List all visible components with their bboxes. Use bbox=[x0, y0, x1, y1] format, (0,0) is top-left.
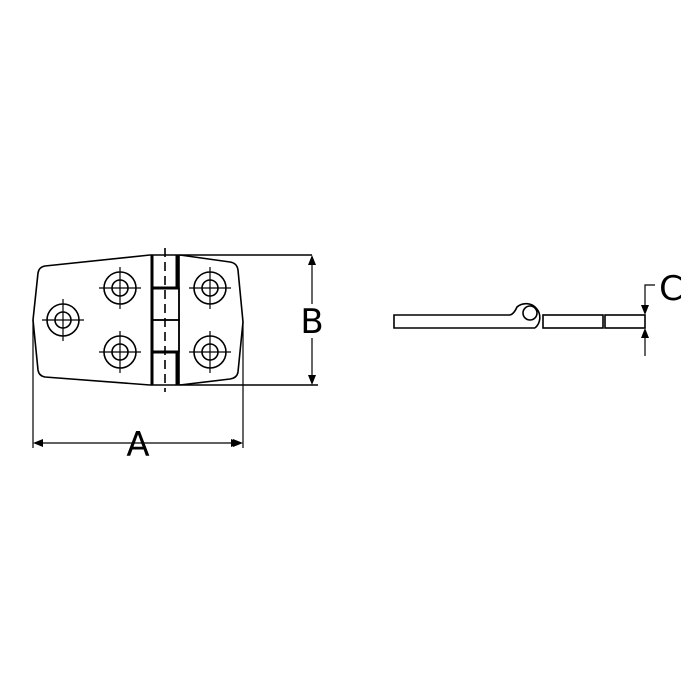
right-leaf-outline bbox=[179, 254, 244, 386]
hinge-top-view bbox=[32, 248, 318, 392]
screw-hole-icon bbox=[188, 330, 232, 374]
pin-circle bbox=[522, 305, 538, 321]
screw-hole-icon bbox=[41, 298, 85, 342]
right-plate bbox=[542, 314, 604, 329]
screw-hole-icon bbox=[98, 330, 142, 374]
left-plate bbox=[393, 314, 535, 329]
dimension-c: C bbox=[641, 269, 683, 356]
right-plate-ext bbox=[604, 314, 646, 329]
dimension-a: A bbox=[32, 320, 244, 465]
dimension-b: B bbox=[298, 255, 326, 385]
screw-hole-icon bbox=[98, 266, 142, 310]
hinge-side-view bbox=[393, 302, 646, 329]
dimension-c-label: C bbox=[659, 269, 683, 309]
dimension-a-label: A bbox=[126, 425, 149, 465]
knuckle-outline bbox=[509, 302, 541, 329]
screw-hole-icon bbox=[188, 266, 232, 310]
dimension-b-label: B bbox=[300, 302, 323, 342]
